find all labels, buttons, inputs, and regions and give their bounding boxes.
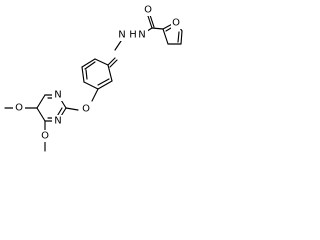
atom-text-furan-oxygen: O [172, 18, 180, 29]
atom-label-pyrimidine-n-upper: N [52, 89, 64, 101]
atom-text-methoxy-oxygen-bottom: O [41, 131, 49, 142]
chemical-structure: O H N N O O N N [4, 4, 183, 152]
atom-text-carbonyl-oxygen: O [144, 5, 152, 16]
atom-text-hydrazide-n: N [138, 30, 145, 41]
atom-label-hydrazide-h: H [128, 29, 138, 41]
atom-label-methoxy-oxygen-left: O [13, 102, 25, 114]
bond-lines [4, 14, 183, 152]
atom-label-carbonyl-oxygen: O [142, 4, 154, 16]
atom-label-ether-oxygen: O [80, 103, 92, 115]
atom-label-pyrimidine-n-lower: N [52, 115, 64, 127]
atom-text-methoxy-oxygen-left: O [15, 103, 23, 114]
atom-text-hydrazide-h: H [129, 30, 137, 41]
atom-label-imine-n: N [117, 29, 128, 41]
atom-label-hydrazide-n: N [137, 29, 148, 41]
atom-text-pyrimidine-n-upper: N [54, 90, 61, 101]
atom-text-ether-oxygen: O [82, 104, 90, 115]
atom-text-imine-n: N [118, 30, 125, 41]
atom-label-furan-oxygen: O [171, 17, 182, 29]
atom-label-methoxy-oxygen-bottom: O [39, 130, 51, 142]
atom-labels: O H N N O O N N [13, 4, 182, 142]
atom-text-pyrimidine-n-lower: N [54, 116, 61, 127]
